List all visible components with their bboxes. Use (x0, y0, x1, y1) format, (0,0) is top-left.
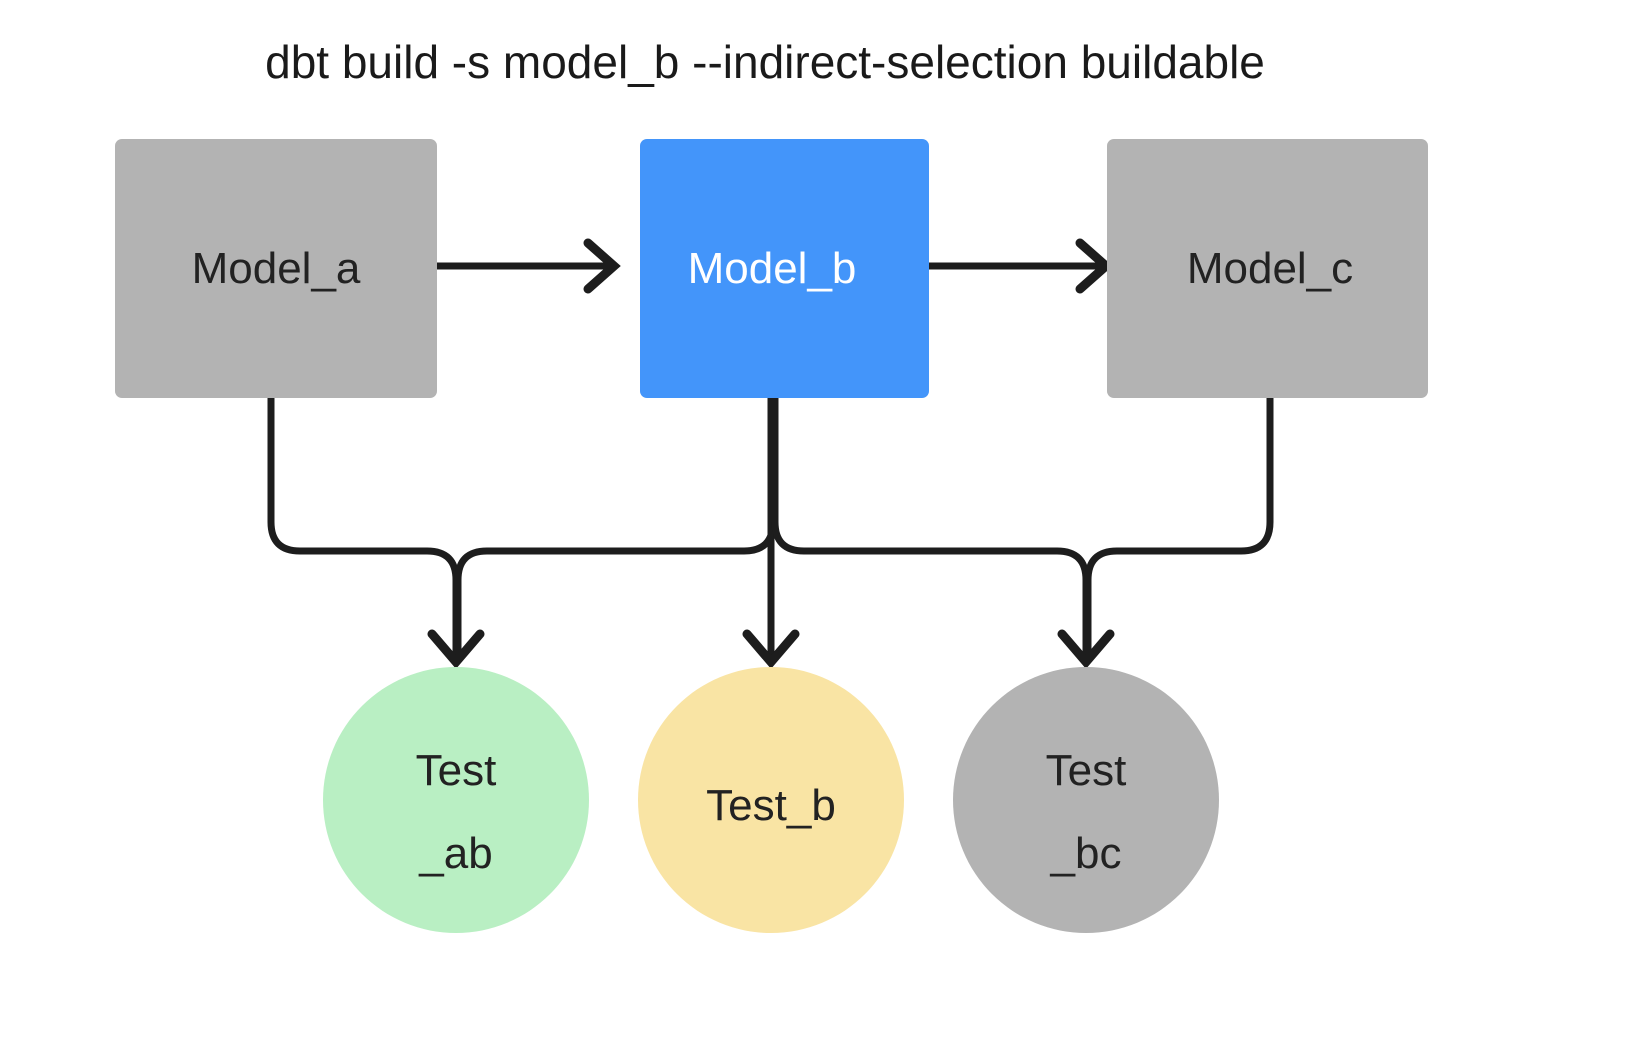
model-b-label: Model_b (688, 244, 857, 293)
model-a-rect[interactable] (115, 139, 437, 398)
edge-model-b-to-test-bc (771, 398, 1090, 660)
edge-model-b-to-model-c (929, 238, 1128, 294)
test-node-test-ab[interactable]: Test _ab (323, 667, 589, 933)
edge-model-a-to-test-ab (267, 398, 460, 660)
model-node-model-c[interactable]: Model_c (1107, 139, 1428, 398)
edge-model-b-to-test-b (742, 398, 800, 669)
test-ab-label-line2: _ab (418, 829, 492, 878)
model-c-rect[interactable] (1107, 139, 1428, 398)
test-node-test-bc[interactable]: Test _bc (953, 667, 1219, 933)
model-node-model-b[interactable]: Model_b (640, 139, 929, 398)
edge-layer (267, 238, 1274, 669)
model-b-rect[interactable] (640, 139, 929, 398)
arrowhead-test-bc (1057, 629, 1115, 669)
test-ab-label-line1: Test (416, 746, 497, 795)
test-bc-label-line1: Test (1046, 746, 1127, 795)
edge-model-a-to-model-b (437, 238, 621, 294)
arrowhead-test-ab (427, 629, 485, 669)
model-c-label: Model_c (1187, 244, 1353, 293)
test-b-label-line1: Test_b (706, 781, 836, 830)
test-b-circle[interactable] (638, 667, 904, 933)
model-a-label: Model_a (192, 244, 361, 293)
model-node-model-a[interactable]: Model_a (115, 139, 437, 398)
test-node-test-b[interactable]: Test_b (638, 667, 904, 933)
page-title: dbt build -s model_b --indirect-selectio… (265, 36, 1265, 88)
edge-model-b-to-test-ab (454, 398, 777, 660)
test-bc-label-line2: _bc (1050, 829, 1122, 878)
test-bc-circle[interactable] (953, 667, 1219, 933)
edge-model-c-to-test-bc (1084, 398, 1274, 660)
test-ab-circle[interactable] (323, 667, 589, 933)
